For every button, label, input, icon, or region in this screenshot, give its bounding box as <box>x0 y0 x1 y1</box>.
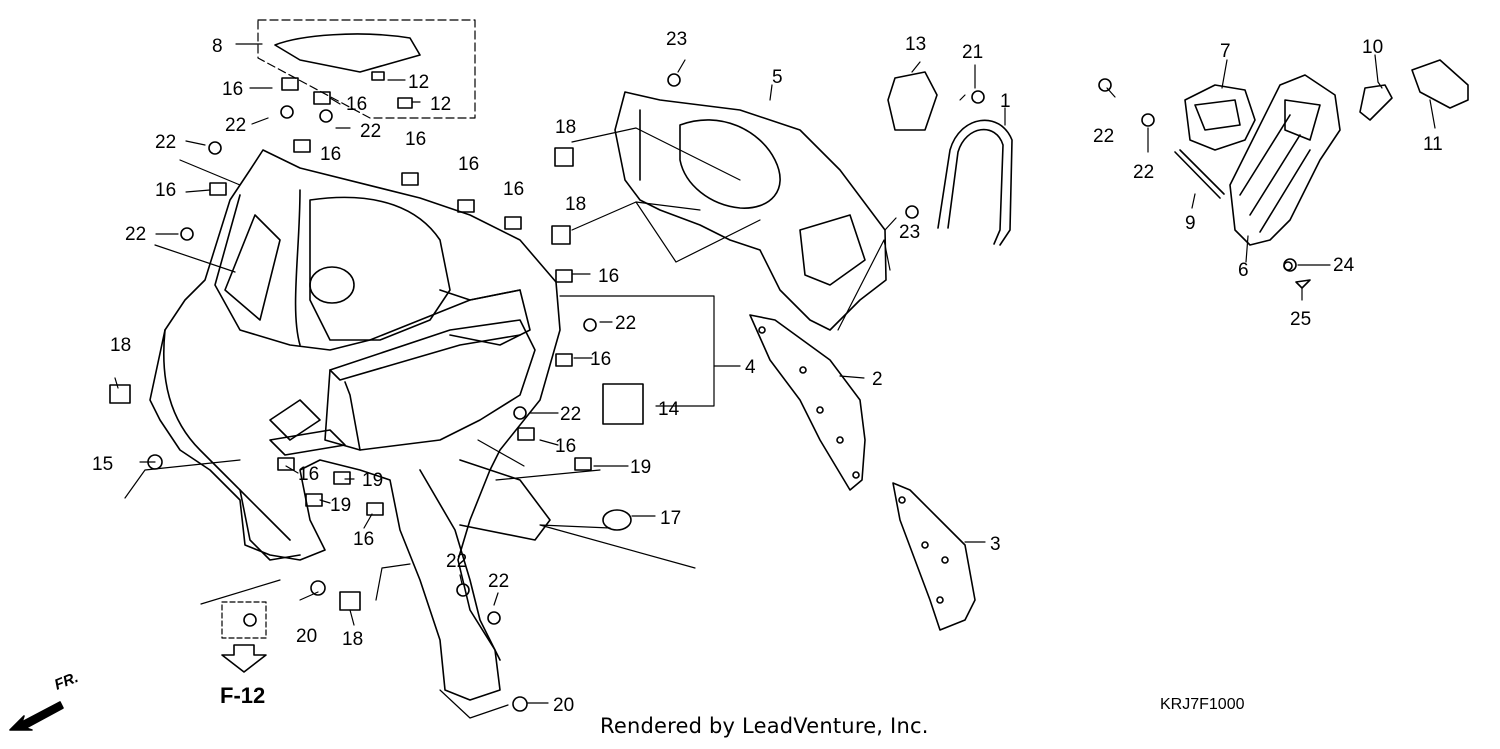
callout-22-b: 22 <box>225 115 246 136</box>
small-lid <box>274 33 421 73</box>
callout-20-a: 20 <box>296 626 317 647</box>
callout-23-a: 23 <box>666 29 687 50</box>
callout-16-l: 16 <box>353 529 374 550</box>
callout-12-b: 12 <box>430 94 451 115</box>
seal-strip <box>937 119 1013 246</box>
callout-11: 11 <box>1423 134 1443 155</box>
callout-3: 3 <box>990 534 1001 555</box>
callout-18-d: 18 <box>342 629 363 650</box>
credit-text: Rendered by LeadVenture, Inc. <box>600 714 929 738</box>
sponge <box>602 383 644 425</box>
callout-22-c: 22 <box>360 121 381 142</box>
callout-18-c: 18 <box>110 335 131 356</box>
callout-22-h: 22 <box>488 571 509 592</box>
callout-16-h: 16 <box>598 266 619 287</box>
callout-15: 15 <box>92 454 113 475</box>
callout-24: 24 <box>1333 255 1355 276</box>
callout-16-d: 16 <box>155 180 176 201</box>
side-lid <box>1229 74 1341 246</box>
front-arrow-icon <box>9 701 64 731</box>
callout-16-e: 16 <box>405 129 426 150</box>
callout-21: 21 <box>962 42 983 63</box>
callout-22-a: 22 <box>155 132 176 153</box>
leader-lines <box>114 19 1436 719</box>
callout-16-i: 16 <box>590 349 611 370</box>
callout-labels: 1 2 3 4 5 6 7 8 9 10 11 12 12 13 14 15 1… <box>92 29 1443 716</box>
callout-1: 1 <box>1000 91 1011 112</box>
upper-inner-panel <box>614 91 887 331</box>
callout-22-e: 22 <box>615 313 636 334</box>
callout-19-c: 19 <box>330 495 351 516</box>
callout-16-c: 16 <box>320 144 341 165</box>
callout-22-j: 22 <box>1133 162 1154 183</box>
callout-16-f: 16 <box>458 154 479 175</box>
callout-4: 4 <box>745 357 756 378</box>
callout-19-a: 19 <box>362 470 383 491</box>
callout-20-b: 20 <box>553 695 574 716</box>
callout-22-d: 22 <box>125 224 146 245</box>
callout-2: 2 <box>872 369 883 390</box>
callout-9: 9 <box>1185 213 1196 234</box>
callout-25: 25 <box>1290 309 1311 330</box>
ref-arrow <box>221 644 267 673</box>
inner-cover-body <box>149 149 561 701</box>
callout-8: 8 <box>212 36 223 57</box>
bracket <box>887 71 938 131</box>
rod <box>1174 149 1225 199</box>
callout-6: 6 <box>1238 260 1249 281</box>
callout-7: 7 <box>1220 41 1231 62</box>
callout-10: 10 <box>1362 37 1383 58</box>
callout-22-f: 22 <box>560 404 581 425</box>
callout-19-b: 19 <box>630 457 651 478</box>
callout-23-b: 23 <box>899 222 920 243</box>
gasket-lower <box>892 482 976 631</box>
callout-17: 17 <box>660 508 681 529</box>
pocket-cover <box>1184 84 1256 151</box>
callout-18-b: 18 <box>565 194 586 215</box>
callout-16-b: 16 <box>346 94 367 115</box>
diagram-code: KRJ7F1000 <box>1160 696 1245 713</box>
fasteners <box>109 71 1311 712</box>
callout-16-k: 16 <box>298 464 319 485</box>
ref-label[interactable]: F-12 <box>220 683 266 708</box>
callout-22-i: 22 <box>1093 126 1114 147</box>
callout-13: 13 <box>905 34 926 55</box>
callout-12-a: 12 <box>408 72 429 93</box>
callout-18-a: 18 <box>555 117 576 138</box>
callout-22-g: 22 <box>446 551 467 572</box>
callout-16-j: 16 <box>555 436 576 457</box>
callout-16-g: 16 <box>503 179 524 200</box>
callout-14: 14 <box>658 399 680 420</box>
grommet <box>602 509 632 531</box>
callout-5: 5 <box>772 67 783 88</box>
gasket-upper <box>749 314 866 491</box>
latch <box>1411 59 1469 109</box>
hinge <box>1359 84 1393 121</box>
callout-16-a: 16 <box>222 79 243 100</box>
